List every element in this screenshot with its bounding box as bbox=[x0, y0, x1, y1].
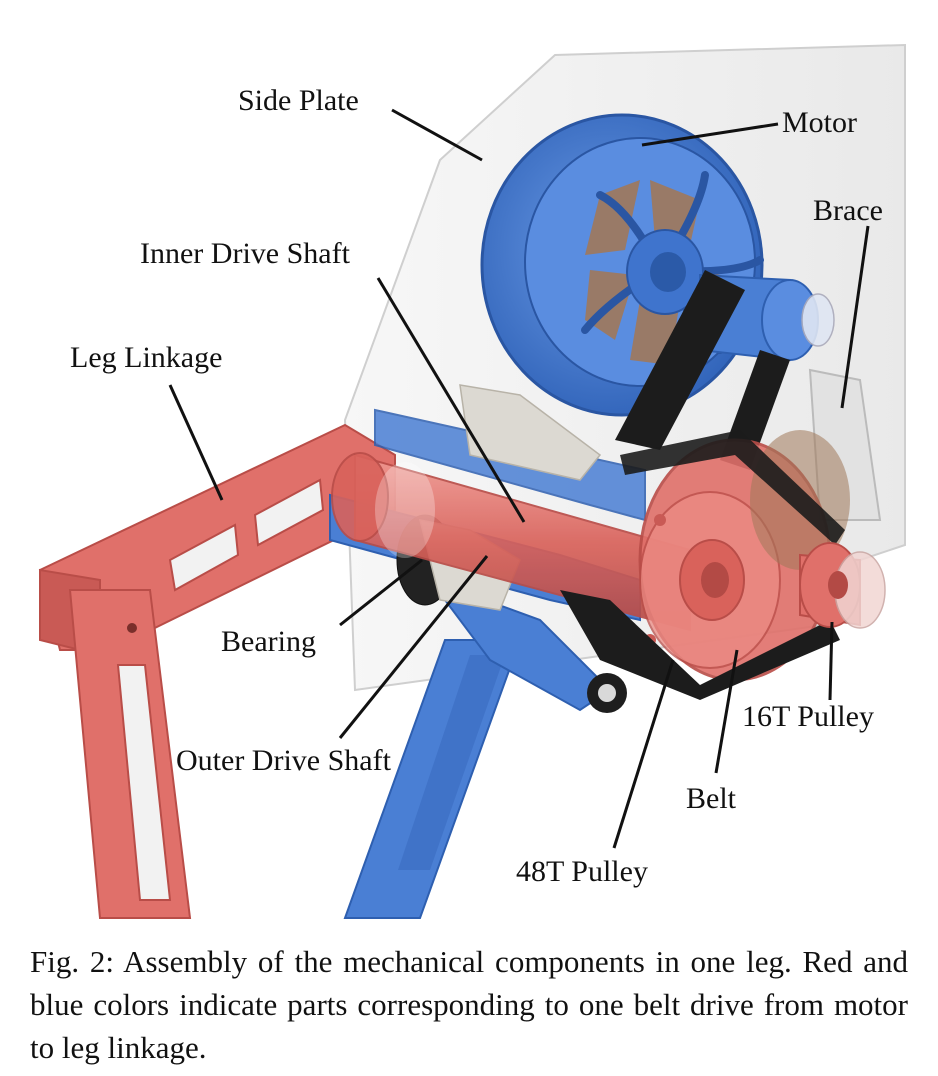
label-outer-drive-shaft: Outer Drive Shaft bbox=[176, 744, 391, 777]
leg-linkage bbox=[38, 423, 396, 919]
label-bearing: Bearing bbox=[221, 625, 316, 658]
label-belt: Belt bbox=[686, 782, 736, 815]
label-leg-linkage: Leg Linkage bbox=[70, 341, 223, 374]
motor-body bbox=[480, 113, 764, 417]
leader-lines bbox=[168, 108, 870, 849]
assembly-figure: Side Plate Motor Brace Inner Drive Shaft… bbox=[38, 43, 906, 919]
label-inner-drive-shaft: Inner Drive Shaft bbox=[140, 237, 350, 270]
label-side-plate: Side Plate bbox=[238, 84, 359, 117]
figure-caption: Fig. 2: Assembly of the mechanical compo… bbox=[30, 944, 908, 1065]
label-brace: Brace bbox=[813, 194, 883, 227]
label-motor: Motor bbox=[782, 106, 857, 139]
assembly-drawing bbox=[38, 43, 906, 919]
label-48t-pulley: 48T Pulley bbox=[516, 855, 648, 888]
label-16t-pulley: 16T Pulley bbox=[742, 700, 874, 733]
motor-belt bbox=[615, 270, 745, 450]
pulley-16t bbox=[799, 542, 886, 629]
belt bbox=[560, 590, 840, 700]
